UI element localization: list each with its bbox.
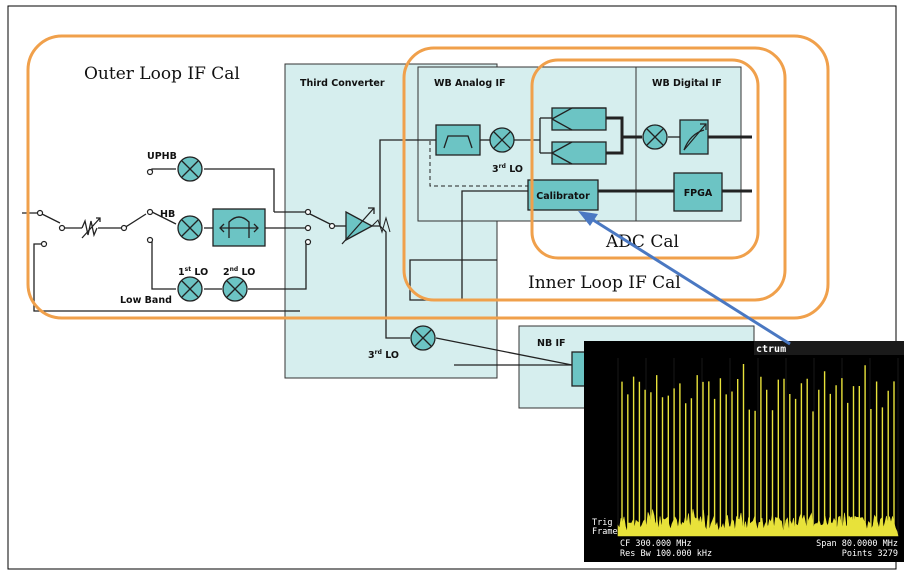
mixer-first-lo-icon	[177, 276, 203, 302]
mixer-nb-third-lo-icon	[410, 325, 436, 351]
spectrum-points-label: Points 3279	[842, 549, 898, 559]
spectrum-trig-label: Trig	[592, 518, 612, 528]
digital-filter-icon	[679, 119, 709, 155]
wb-analog-if-title: WB Analog IF	[434, 78, 505, 89]
first-lo-label: 1st LO	[178, 266, 208, 278]
mixer-wb-third-lo-icon	[489, 127, 515, 153]
mixer-second-lo-icon	[222, 276, 248, 302]
outer-loop-outline	[26, 34, 830, 320]
second-lo-label: 2nd LO	[223, 266, 255, 278]
inner-loop-label: Inner Loop IF Cal	[528, 273, 681, 293]
variable-amplifier-icon	[341, 207, 391, 245]
spectrum-noise-floor	[617, 509, 899, 537]
mixer-uphb-icon	[177, 156, 203, 182]
calibrator-label: Calibrator	[536, 191, 590, 202]
switch-contacts	[36, 168, 336, 248]
spectrum-span-label: Span 80.0000 MHz	[816, 539, 898, 549]
inner-loop-outline	[402, 46, 787, 302]
fpga-label: FPGA	[684, 188, 713, 199]
mixers	[177, 124, 668, 351]
nb-third-lo-label: 3rd LO	[368, 349, 399, 361]
mixer-digital-icon	[642, 124, 668, 150]
spectrum-rbw-label: Res Bw 100.000 kHz	[620, 549, 712, 559]
adc-top-icon	[551, 107, 607, 131]
wb-filter-icon	[435, 124, 481, 156]
fpga-box	[673, 172, 723, 212]
adc-bottom-icon	[551, 141, 607, 165]
calibration-arrow	[578, 211, 791, 346]
calibration-dashed-path	[429, 139, 528, 187]
spectrum-cf-label: CF 300.000 MHz	[620, 539, 692, 549]
mixer-hb-icon	[177, 215, 203, 241]
spectrum-frame-label: Frame	[592, 527, 618, 537]
uphb-label: UPHB	[147, 151, 177, 162]
adc-loop-label: ADC Cal	[605, 232, 679, 252]
third-converter-title: Third Converter	[300, 78, 385, 89]
wb-third-lo-label: 3rd LO	[492, 163, 523, 175]
spectrum-display: ctrum Trig Frame CF 300.000 MHz Res Bw 1…	[584, 341, 904, 562]
adc-loop-outline	[530, 58, 760, 260]
nb-if-title: NB IF	[537, 338, 566, 349]
spectrum-title: ctrum	[756, 344, 786, 355]
outer-loop-label: Outer Loop IF Cal	[84, 64, 240, 84]
attenuator-icon	[81, 217, 101, 239]
hb-label: HB	[160, 209, 175, 220]
hb-filter-icon	[212, 208, 266, 247]
wb-digital-if-title: WB Digital IF	[652, 78, 722, 89]
spectrum-trace	[617, 364, 899, 537]
calibrator-box	[527, 179, 599, 211]
low-band-label: Low Band	[120, 295, 172, 306]
